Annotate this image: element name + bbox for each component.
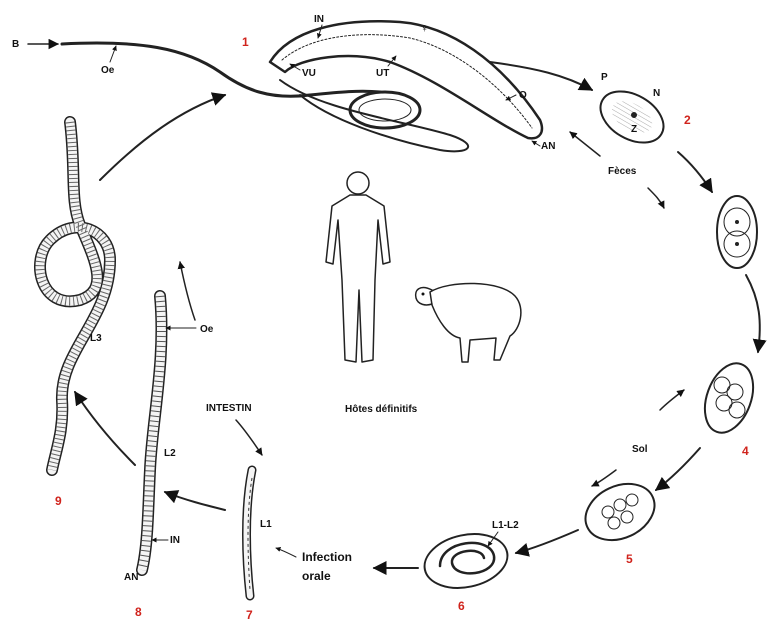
label-an-larva: AN xyxy=(124,572,138,583)
label-o: O xyxy=(519,90,527,101)
label-female: ♀ xyxy=(420,21,429,35)
egg-stage-2 xyxy=(592,81,673,153)
human-figure xyxy=(326,172,390,362)
larva-stage-8 xyxy=(142,296,161,570)
stage-number-7: 7 xyxy=(246,608,253,622)
stage-number-4: 4 xyxy=(742,444,749,458)
stage-number-6: 6 xyxy=(458,599,465,613)
label-l3: L3 xyxy=(90,333,102,344)
label-oe-adult: Oe xyxy=(101,65,115,76)
infection-label-line1: Infection xyxy=(302,550,352,564)
intestin-label: INTESTIN xyxy=(206,403,252,414)
stage-number-5: 5 xyxy=(626,552,633,566)
pointer-oe xyxy=(110,46,116,62)
stage-number-2: 2 xyxy=(684,113,691,127)
label-in-larva: IN xyxy=(170,535,180,546)
label-an-adult: AN xyxy=(541,141,555,152)
sheep-figure xyxy=(416,283,521,362)
infection-label-line2: orale xyxy=(302,569,331,583)
label-n: N xyxy=(653,88,660,99)
feces-label: Fèces xyxy=(608,166,637,177)
soil-label: Sol xyxy=(632,444,648,455)
stage-number-8: 8 xyxy=(135,605,142,619)
adult-worm xyxy=(62,21,542,151)
label-z: Z xyxy=(631,124,637,135)
egg-stage-3 xyxy=(717,196,757,268)
label-ut: UT xyxy=(376,68,389,79)
hosts-label: Hôtes définitifs xyxy=(345,404,418,415)
label-b: B xyxy=(12,39,19,50)
egg-stage-6 xyxy=(420,527,513,595)
label-oe-larva: Oe xyxy=(200,324,214,335)
label-p: P xyxy=(601,72,608,83)
egg-stage-5 xyxy=(576,473,663,551)
larva-stage-9 xyxy=(40,122,110,470)
label-vu: VU xyxy=(302,68,316,79)
label-l1-l2: L1-L2 xyxy=(492,520,519,531)
stage-number-1: 1 xyxy=(242,35,249,49)
label-in-adult: IN xyxy=(314,14,324,25)
egg-stage-4 xyxy=(696,357,762,440)
larva-stage-7 xyxy=(247,470,253,596)
label-l2: L2 xyxy=(164,448,176,459)
label-l1: L1 xyxy=(260,519,272,530)
stage-number-9: 9 xyxy=(55,494,62,508)
